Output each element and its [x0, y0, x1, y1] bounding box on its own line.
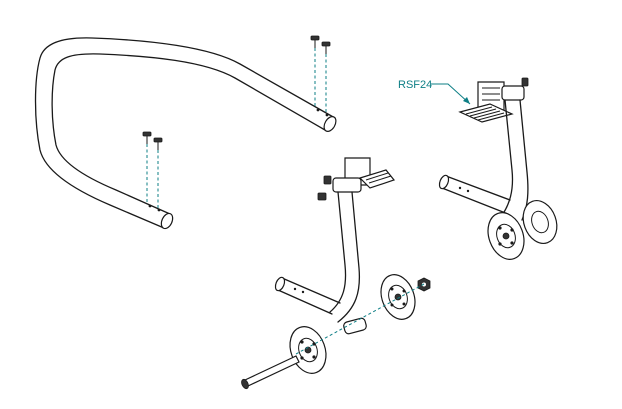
- handle-screws-left: [142, 131, 163, 208]
- wheel: [380, 274, 416, 320]
- assembly-axis-line: [295, 283, 425, 355]
- stand-leg-assembled: [438, 77, 558, 260]
- pad-support-rsf24: [458, 81, 514, 123]
- axle-bolt: [241, 355, 300, 390]
- callout-label: RSF24: [398, 79, 432, 91]
- wheel: [487, 212, 525, 260]
- stand-leg-exploded: [274, 157, 396, 323]
- screw: [321, 41, 331, 114]
- screw: [142, 131, 152, 204]
- part-callout: RSF24: [398, 79, 471, 105]
- handle-bar: [34, 37, 337, 230]
- wheel: [522, 200, 558, 244]
- screw: [310, 35, 320, 108]
- handle-screws-right: [310, 35, 331, 114]
- screw: [153, 137, 163, 208]
- wheel: [289, 326, 327, 374]
- spacer-bushing: [343, 317, 367, 335]
